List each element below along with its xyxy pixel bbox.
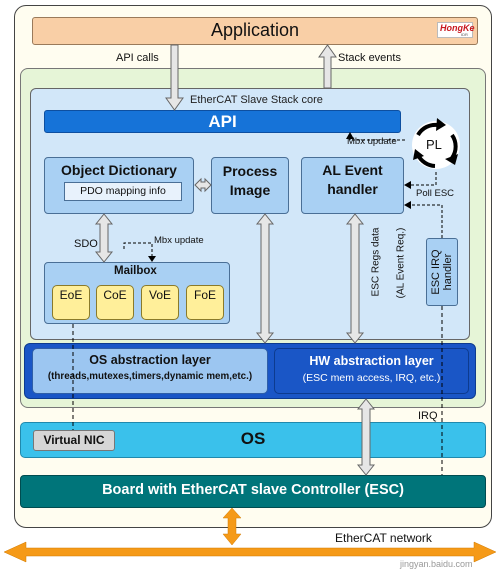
process-image-hw-arrow [255,213,275,344]
hw-abstraction-title: HW abstraction layer [309,354,434,368]
pdo-mapping-box [64,182,182,201]
hw-abstraction-layer [274,348,469,394]
os-abstraction-layer [32,348,268,394]
sdo-label: SDO [74,238,98,250]
mailbox-item-eoe-label: EoE [59,288,83,302]
api-calls-arrow [165,44,184,111]
pdo-mapping-label: PDO mapping info [80,185,166,197]
mbx-update-mid-label: Mbx update [154,235,204,246]
stack-events-label: Stack events [338,52,401,64]
stack-core-label: EtherCAT Slave Stack core [190,94,323,106]
process-image-block [211,157,289,214]
mailbox-item-voe-label: VoE [148,288,172,302]
poll-esc-line [404,172,437,189]
process-image-line2: Image [229,182,271,198]
esc-irq-to-al-line [404,201,443,238]
api-bar [44,110,401,133]
mbx-update-mid-head [148,256,156,262]
sdo-arrow [94,213,114,263]
mailbox-item-voe [141,285,179,320]
hongke-logo: HongKe IDR [437,22,475,38]
virtual-nic-label: Virtual NIC [43,433,105,447]
mailbox-item-foe-label: FoE [193,288,216,302]
api-label: API [208,112,237,131]
esc-irq-handler-block [426,238,458,306]
hw-abstraction-sub: (ESC mem access, IRQ, etc.) [302,372,441,384]
stack-events-arrow [318,44,337,89]
mbx-update-top-line [346,132,405,141]
al-event-req-label: (AL Event Req.) [395,227,407,299]
ethercat-network-label: EtherCAT network [335,531,432,545]
esc-regs-arrow [345,213,365,344]
os-abstraction-sub: (threads,mutexes,timers,dynamic mem,etc.… [47,371,253,382]
esc-regs-data-label: ESC Regs data [370,227,382,297]
al-event-line2: handler [327,181,378,197]
os-abstraction-title: OS abstraction layer [89,353,211,367]
ethercat-network-arrow [3,541,497,563]
mbx-update-mid-line [123,242,153,256]
hw-board-arrow [356,398,376,476]
pl-label: PL [426,137,442,152]
board-network-arrow [222,507,242,546]
mailbox-item-eoe [52,285,90,320]
os-label: OS [240,429,266,448]
mailbox-label: Mailbox [114,265,157,277]
mailbox-item-foe [186,285,224,320]
application-block [32,17,478,45]
poll-esc-label: Poll ESC [416,188,455,199]
object-dictionary-label: Object Dictionary [61,162,177,178]
irq-label: IRQ [418,410,438,422]
watermark: jingyan.baidu.com [400,559,473,569]
process-image-line1: Process [222,163,278,179]
mailbox-item-coe [96,285,134,320]
od-process-image-arrow [194,177,212,193]
al-event-line1: AL Event [322,162,383,178]
logo-brand: HongKe [440,23,475,33]
mailbox-item-coe-label: CoE [103,288,127,302]
logo-sub: IDR [461,32,468,37]
board-label: Board with EtherCAT slave Controller (ES… [102,482,404,498]
mbx-update-top-label: Mbx update [347,136,397,147]
al-event-handler-block [301,157,404,214]
pl-cycle-icon [412,118,460,169]
application-label: Application [210,20,300,40]
api-calls-label: API calls [116,52,159,64]
virtual-nic-block [33,430,115,451]
board-bar [20,475,486,508]
